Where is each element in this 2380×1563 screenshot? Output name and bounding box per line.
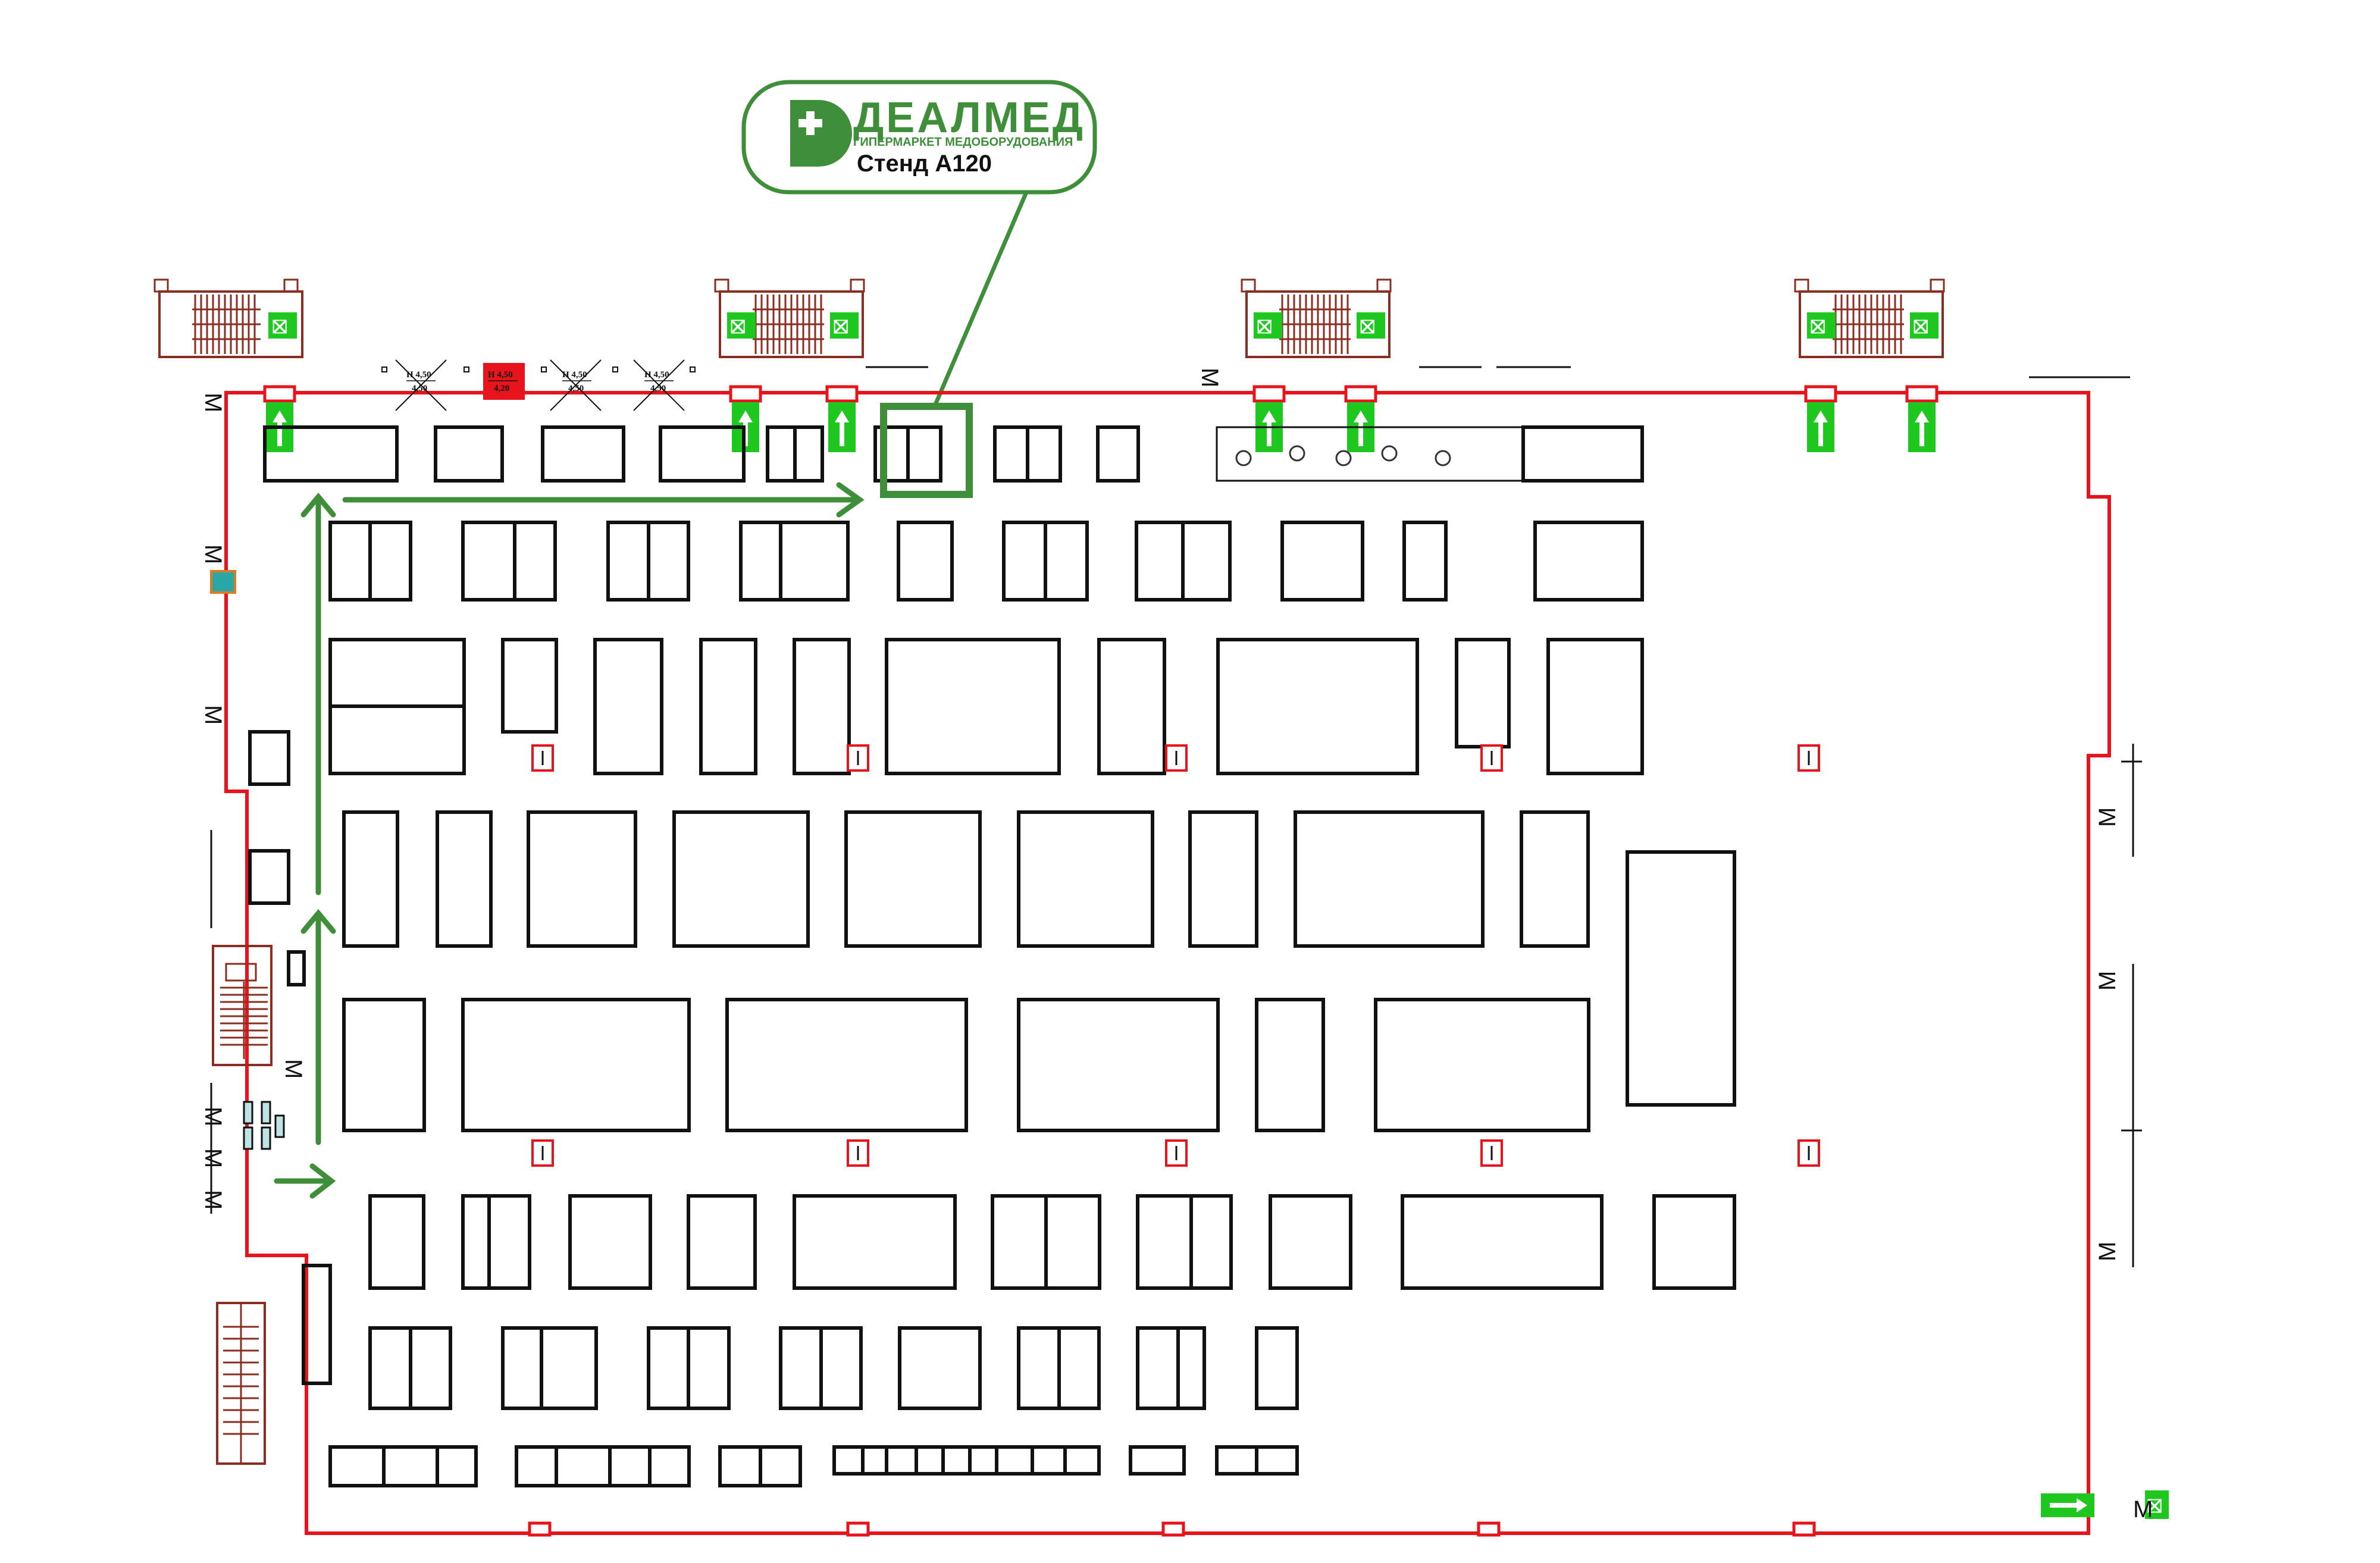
exit-sign-icon: ⛝ [830, 312, 859, 339]
exit-arrow-icon [1908, 402, 1936, 452]
svg-text:Н 4,50: Н 4,50 [488, 370, 513, 380]
locker-icons [243, 1101, 285, 1150]
svg-text:⛝: ⛝ [1257, 316, 1272, 337]
route-arrow-icon [274, 482, 865, 1199]
staircase-icon [212, 945, 273, 1066]
svg-text:M: M [2094, 971, 2121, 991]
wall-doors [263, 385, 1939, 403]
exit-arrow-icon [2041, 1493, 2094, 1517]
svg-text:Н 4,50: Н 4,50 [562, 370, 587, 380]
svg-text:4,20: 4,20 [494, 384, 509, 393]
aux-lines [210, 366, 2142, 1267]
staircase-icon: ⛝ ⛝ [1241, 278, 1392, 358]
exit-sign-icon: ⛝ [2145, 1490, 2169, 1519]
dealmed-logo-icon [790, 100, 852, 167]
stand-label: Стенд А120 [857, 151, 992, 177]
ceiling-label-highlight: Н 4,50 4,20 [464, 363, 525, 400]
exit-arrow-icon [828, 402, 856, 452]
exit-arrow-icon [1807, 402, 1834, 452]
svg-text:⛝: ⛝ [2147, 1495, 2162, 1517]
hall-wall [224, 391, 2111, 1535]
dealmed-callout[interactable]: ДЕАЛМЕД ГИПЕРМАРКЕТ МЕДОБОРУДОВАНИЯ Стен… [741, 80, 1097, 195]
staircase-icon [216, 1302, 266, 1465]
svg-text:M: M [200, 544, 226, 564]
svg-text:M: M [200, 1190, 226, 1210]
staircase-icon: ⛝ ⛝ [714, 278, 865, 358]
svg-text:M: M [200, 393, 226, 412]
svg-text:M: M [280, 1059, 306, 1079]
svg-text:⛝: ⛝ [273, 316, 287, 337]
svg-text:4,50: 4,50 [568, 384, 584, 393]
svg-text:M: M [200, 1148, 226, 1168]
svg-text:4,50: 4,50 [412, 384, 427, 393]
exit-sign-icon: ⛝ [268, 312, 297, 339]
svg-text:M: M [2094, 1242, 2121, 1261]
svg-text:M: M [200, 1107, 226, 1126]
ceiling-label: Н 4,50 4,50 [541, 359, 602, 411]
svg-text:M: M [1197, 368, 1223, 387]
svg-text:⛝: ⛝ [1360, 316, 1374, 337]
svg-text:M: M [2133, 1496, 2153, 1523]
svg-text:Н 4,50: Н 4,50 [644, 370, 669, 380]
exit-sign-icon: ⛝ [1910, 312, 1939, 339]
svg-text:4,50: 4,50 [650, 384, 666, 393]
callout-pointer [933, 191, 1029, 406]
service-box [210, 570, 236, 594]
booths [248, 425, 1736, 1487]
svg-text:⛝: ⛝ [834, 316, 848, 337]
stand-a120-highlight[interactable] [880, 403, 973, 498]
brand-name: ДЕАЛМЕД [853, 94, 1085, 142]
service-marks: M M M M M M M M M M M M [200, 368, 2153, 1523]
staircase-icon: ⛝ ⛝ [1794, 278, 1945, 358]
brand-tagline: ГИПЕРМАРКЕТ МЕДОБОРУДОВАНИЯ [853, 136, 1073, 149]
wall-notches-bottom [528, 1521, 1816, 1537]
staircase-icon: ⛝ [154, 278, 303, 358]
svg-text:M: M [2094, 807, 2121, 827]
svg-text:⛝: ⛝ [1811, 316, 1825, 337]
svg-text:M: M [200, 705, 226, 725]
svg-text:⛝: ⛝ [731, 316, 745, 337]
exit-sign-icon: ⛝ [1254, 312, 1282, 339]
ceiling-label: Н 4,50 4,50 [612, 359, 696, 411]
fire-hydrant-icon [531, 744, 1820, 1167]
ceiling-label: Н 4,50 4,50 [381, 359, 447, 411]
exit-sign-icon: ⛝ [727, 312, 756, 339]
svg-text:Н 4,50: Н 4,50 [406, 370, 431, 380]
exit-sign-icon: ⛝ [1807, 312, 1836, 339]
svg-text:⛝: ⛝ [1914, 316, 1928, 337]
columns [1235, 445, 1451, 466]
exit-sign-icon: ⛝ [1357, 312, 1385, 339]
